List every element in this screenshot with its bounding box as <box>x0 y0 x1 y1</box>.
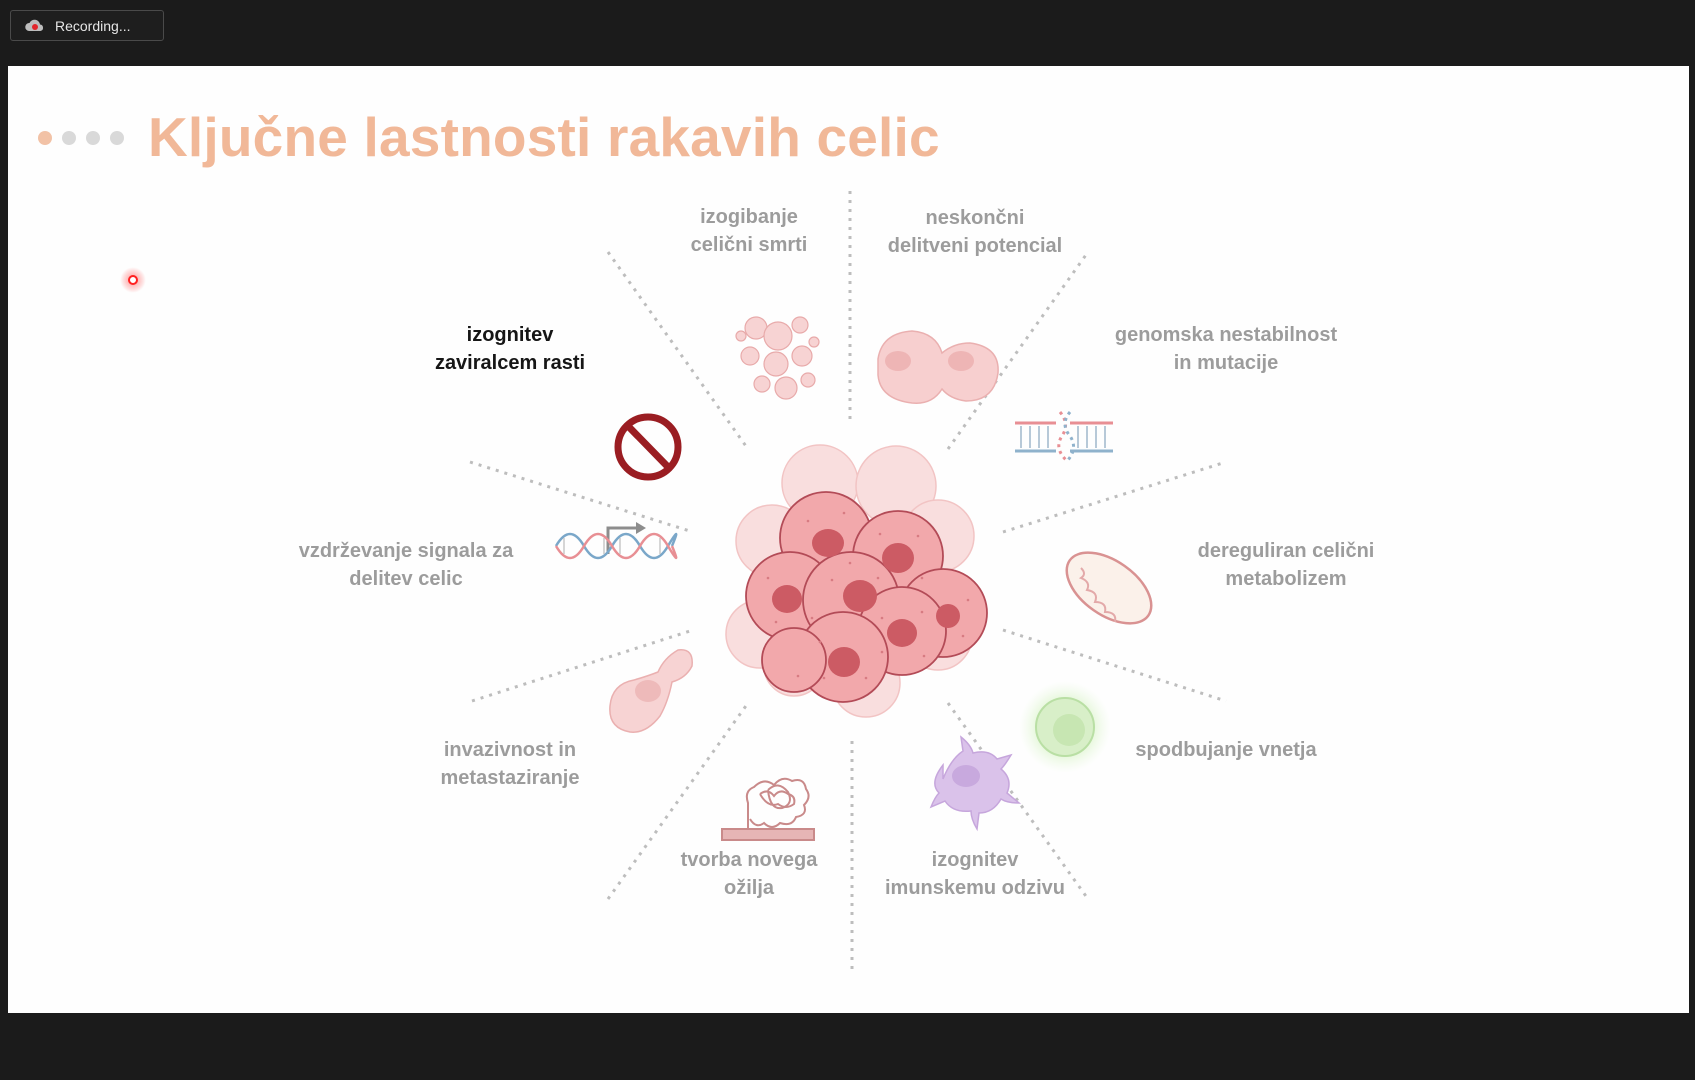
label-line: invazivnost in <box>443 739 577 761</box>
progress-dot-2 <box>62 131 76 145</box>
hallmarks-diagram <box>469 191 1227 971</box>
label-inflammation: spodbujanje vnetja <box>1076 736 1376 764</box>
recording-indicator[interactable]: Recording... <box>10 10 164 41</box>
label-invasion-metastasis: invazivnost in metastaziranje <box>360 736 660 792</box>
progress-dot-1 <box>38 131 52 145</box>
dna-signal-icon <box>554 522 678 560</box>
label-growth-suppressors: izognitev zaviralcem rasti <box>360 321 660 377</box>
label-line: metabolizem <box>1225 568 1347 590</box>
label-line: tvorba novega <box>680 849 818 871</box>
immune-cell-icon <box>1019 681 1111 773</box>
label-line: izogibanje <box>700 206 798 228</box>
presentation-slide: Ključne lastnosti rakavih celic <box>8 66 1689 1013</box>
label-line: neskončni <box>925 207 1025 229</box>
slide-progress-dots <box>38 131 124 145</box>
blood-vessel-icon <box>721 777 815 841</box>
label-replicative-immortality: neskončni delitveni potencial <box>825 204 1125 260</box>
label-line: celični smrti <box>690 234 808 256</box>
slide-title: Ključne lastnosti rakavih celic <box>148 106 940 168</box>
label-line: dereguliran celični <box>1197 540 1375 562</box>
separator-lines <box>469 191 1227 971</box>
label-immune-evasion: izognitev imunskemu odzivu <box>825 846 1125 902</box>
label-line: vzdrževanje signala za <box>298 540 514 562</box>
label-line: genomska nestabilnost <box>1114 324 1338 346</box>
recording-icon <box>25 18 45 34</box>
recording-label: Recording... <box>55 17 131 34</box>
label-line: spodbujanje vnetja <box>1135 739 1317 761</box>
dividing-cell-icon <box>877 330 999 404</box>
stop-sign-icon <box>614 413 682 481</box>
label-line: izognitev <box>931 849 1019 871</box>
label-deregulated-metabolism: dereguliran celični metabolizem <box>1136 537 1436 593</box>
mitochondrion-icon <box>1065 551 1153 625</box>
label-evading-cell-death: izogibanje celični smrti <box>599 203 899 259</box>
label-line: delitveni potencial <box>887 235 1063 257</box>
label-line: ožilja <box>723 877 774 899</box>
label-line: metastaziranje <box>440 767 580 789</box>
label-proliferative-signaling: vzdrževanje signala za delitev celic <box>256 537 556 593</box>
tumor-cluster-icon <box>725 444 988 718</box>
label-line: imunskemu odzivu <box>884 877 1066 899</box>
progress-dot-3 <box>86 131 100 145</box>
label-genome-instability: genomska nestabilnost in mutacije <box>1076 321 1376 377</box>
laser-pointer-icon <box>120 267 146 293</box>
migrating-cell-icon <box>609 649 693 733</box>
dna-break-icon <box>1015 411 1113 462</box>
label-angiogenesis: tvorba novega ožilja <box>599 846 899 902</box>
apoptosis-icon <box>735 316 820 400</box>
label-line: zaviralcem rasti <box>434 352 586 374</box>
label-line: izognitev <box>466 324 554 346</box>
dendritic-cell-icon <box>929 735 1022 832</box>
label-line: delitev celic <box>349 568 463 590</box>
progress-dot-4 <box>110 131 124 145</box>
label-line: in mutacije <box>1173 352 1279 374</box>
